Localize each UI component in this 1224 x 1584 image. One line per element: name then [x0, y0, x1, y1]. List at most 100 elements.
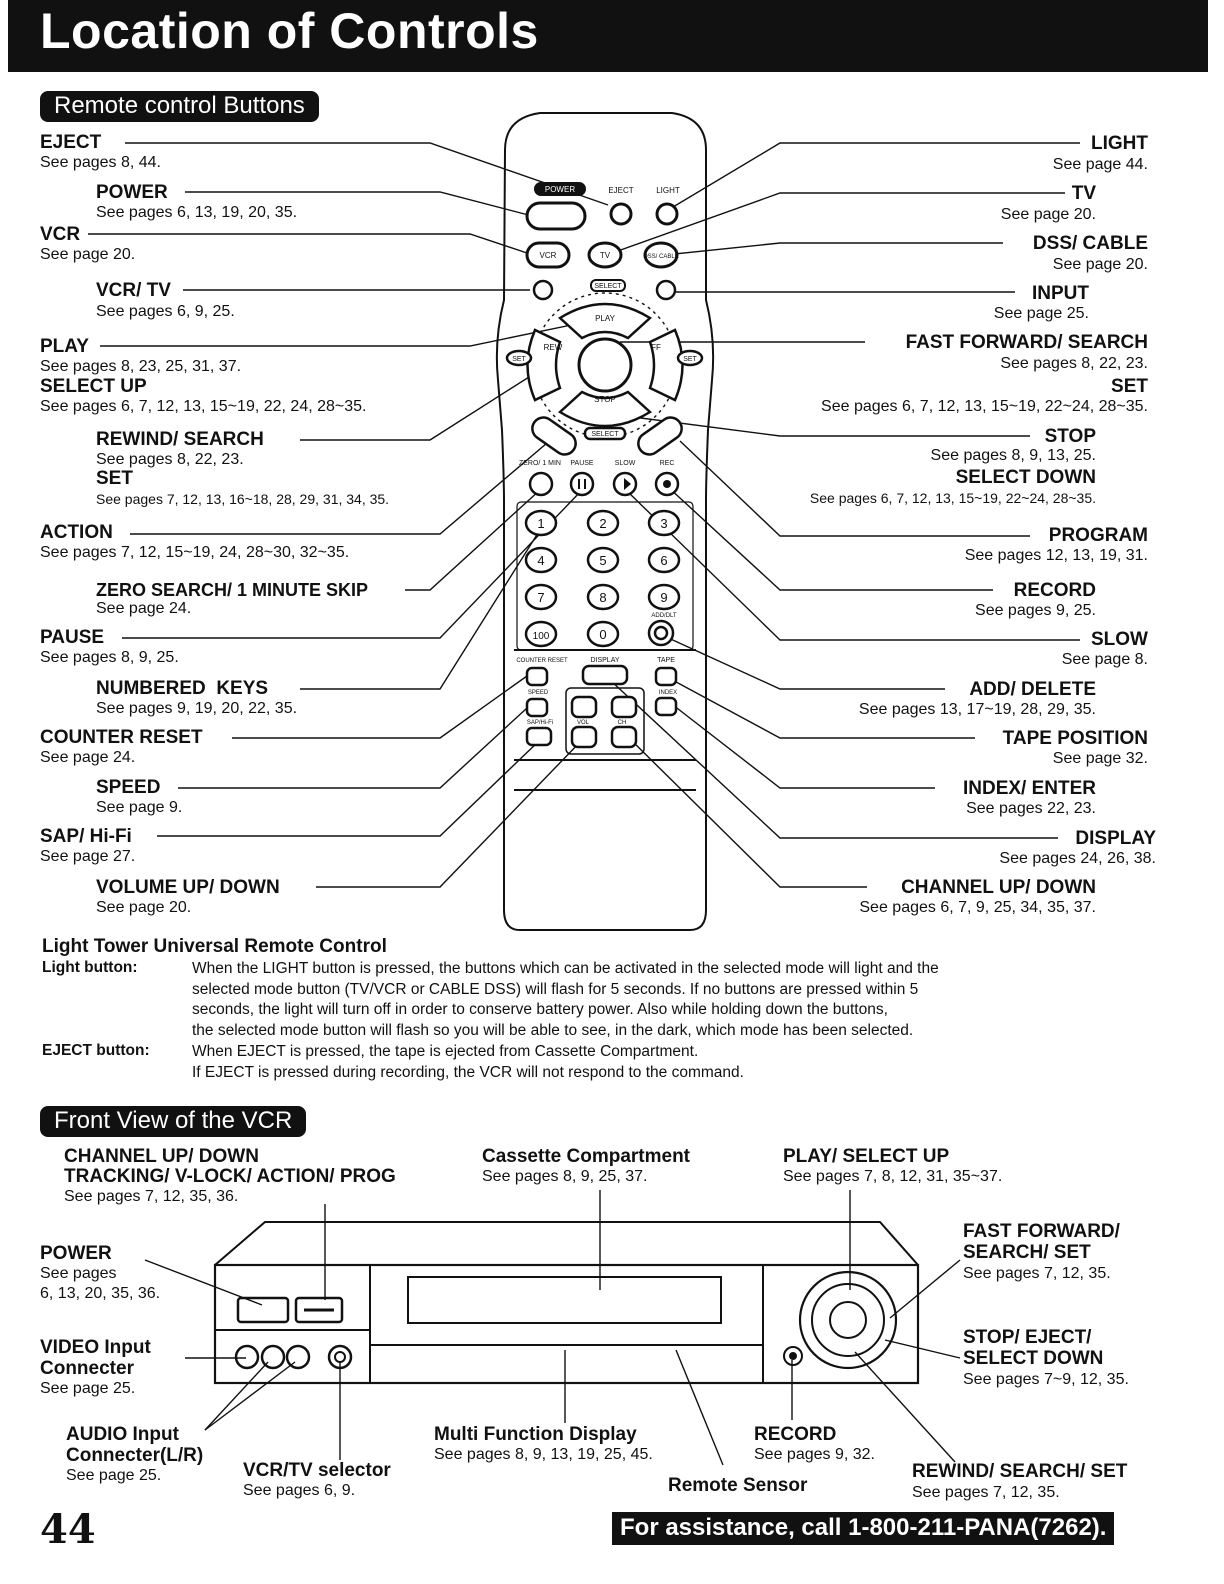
front-section-heading: Front View of the VCR	[40, 1106, 307, 1137]
vcr-ref: See page 20.	[40, 246, 136, 263]
program-label: PROGRAM	[1048, 525, 1148, 546]
video-input-ref: See page 25.	[40, 1380, 136, 1397]
vcr-leader-lines	[144, 1190, 961, 1466]
svg-text:100: 100	[533, 631, 550, 642]
select-up-label: SELECT UP	[40, 376, 147, 397]
add-delete-ref: See pages 13, 17~19, 28, 29, 35.	[858, 701, 1096, 718]
vcr-tv-selector-label: VCR/TV selector	[243, 1460, 391, 1481]
index-enter-ref: See pages 22, 23.	[966, 800, 1096, 817]
remote-action-prog	[531, 416, 683, 456]
tv-ref: See page 20.	[1000, 206, 1096, 223]
channel-ref: See pages 6, 7, 9, 25, 34, 35, 37.	[859, 899, 1096, 916]
vcr-rewind-label: REWIND/ SEARCH/ SET	[912, 1461, 1128, 1482]
svg-text:3: 3	[660, 516, 667, 531]
vcr-power-ref: 6, 13, 20, 35, 36.	[40, 1285, 161, 1302]
remote-control	[495, 112, 715, 931]
record-label: RECORD	[1013, 580, 1096, 601]
svg-text:SET: SET	[683, 356, 697, 363]
remote-number-keys	[524, 509, 681, 648]
vcr-tv-label: VCR/ TV	[96, 280, 171, 301]
light-note-line: seconds, the light will turn off in orde…	[192, 1001, 888, 1018]
vcr-stop-label: SELECT DOWN	[963, 1348, 1104, 1369]
light-ref: See page 44.	[1052, 156, 1148, 173]
action-ref: See pages 7, 12, 15~19, 24, 28~30, 32~35…	[40, 544, 350, 561]
svg-text:1: 1	[537, 516, 544, 531]
set-right-ref: See pages 6, 7, 12, 13, 15~19, 22~24, 28…	[821, 398, 1148, 415]
assistance-footer: For assistance, call 1-800-211-PANA(7262…	[612, 1512, 1115, 1545]
remote-lower-buttons	[525, 664, 678, 755]
volume-ref: See page 20.	[96, 899, 192, 916]
title-bar	[8, 0, 1208, 72]
speed-ref: See page 9.	[96, 799, 183, 816]
svg-text:SLOW: SLOW	[615, 460, 636, 467]
select-down-ref: See pages 6, 7, 12, 13, 15~19, 22~24, 28…	[809, 490, 1096, 506]
cassette-ref: See pages 8, 9, 25, 37.	[482, 1168, 648, 1185]
svg-text:REW: REW	[544, 343, 563, 352]
number-key-labels: 1 2 3 4 5 6 7 8 9 100 0	[533, 516, 668, 642]
svg-text:ZERO/ 1 MIN: ZERO/ 1 MIN	[519, 460, 561, 467]
svg-text:8: 8	[599, 590, 606, 605]
input-label: INPUT	[1032, 283, 1089, 304]
page-number: 44	[40, 1506, 96, 1553]
set-left-ref: See pages 7, 12, 13, 16~18, 28, 29, 31, …	[96, 491, 390, 507]
light-note-line: selected mode button (TV/VCR or CABLE DS…	[192, 981, 919, 998]
svg-text:TV: TV	[600, 251, 611, 260]
zero-search-ref: See page 24.	[96, 600, 192, 617]
svg-text:7: 7	[537, 590, 544, 605]
audio-input-ref: See page 25.	[66, 1467, 162, 1484]
svg-text:SELECT: SELECT	[594, 283, 622, 290]
vcr-record-label: RECORD	[754, 1424, 837, 1445]
svg-text:2: 2	[599, 516, 606, 531]
vcr-stop-ref: See pages 7~9, 12, 35.	[963, 1371, 1129, 1388]
svg-text:SET: SET	[512, 356, 526, 363]
vcr-play-ref: See pages 7, 8, 12, 31, 35~37.	[783, 1168, 1003, 1185]
video-input-label: Connecter	[40, 1358, 134, 1379]
mfd-label: Multi Function Display	[434, 1424, 637, 1445]
dss-cable-label: DSS/ CABLE	[1032, 233, 1148, 254]
record-ref: See pages 9, 25.	[975, 602, 1096, 619]
svg-text:5: 5	[599, 553, 606, 568]
set-left-label: SET	[96, 468, 133, 489]
svg-text:4: 4	[537, 553, 544, 568]
vcr-rewind-ref: See pages 7, 12, 35.	[912, 1484, 1060, 1501]
volume-label: VOLUME UP/ DOWN	[96, 877, 280, 898]
vcr-record-ref: See pages 9, 32.	[754, 1446, 875, 1463]
svg-text:SPEED: SPEED	[528, 690, 549, 696]
svg-text:POWER: POWER	[545, 185, 575, 194]
svg-text:6: 6	[660, 553, 667, 568]
eject-label: EJECT	[40, 132, 102, 153]
light-button-term: Light button:	[42, 959, 138, 976]
fast-forward-label: FAST FORWARD/ SEARCH	[905, 332, 1148, 353]
page-title: Location of Controls	[40, 3, 539, 59]
remote-transport-row	[528, 471, 680, 497]
vcr-power-ref: See pages	[40, 1265, 117, 1282]
play-label: PLAY	[40, 336, 89, 357]
vcr-tv-selector-ref: See pages 6, 9.	[243, 1482, 356, 1499]
light-note-line: the selected mode button will flash so y…	[192, 1022, 914, 1039]
speed-label: SPEED	[96, 777, 161, 798]
video-input-label: VIDEO Input	[40, 1337, 151, 1358]
pause-label: PAUSE	[40, 627, 105, 648]
vcr-tracking-label: TRACKING/ V-LOCK/ ACTION/ PROG	[64, 1166, 396, 1187]
svg-text:PAUSE: PAUSE	[570, 460, 594, 467]
svg-text:9: 9	[660, 590, 667, 605]
vcr-label: VCR	[40, 224, 81, 245]
counter-reset-label: COUNTER RESET	[40, 727, 203, 748]
stop-label: STOP	[1044, 426, 1096, 447]
sap-hifi-ref: See page 27.	[40, 848, 136, 865]
svg-text:CH: CH	[618, 720, 627, 726]
svg-text:SELECT: SELECT	[591, 431, 619, 438]
svg-text:0: 0	[599, 627, 606, 642]
set-right-label: SET	[1111, 376, 1148, 397]
svg-text:DSS/ CABLE: DSS/ CABLE	[643, 254, 678, 260]
leader-lines	[88, 142, 1080, 888]
tv-label: TV	[1071, 183, 1096, 204]
counter-reset-ref: See page 24.	[40, 749, 136, 766]
audio-input-label: AUDIO Input	[66, 1424, 179, 1445]
cassette-label: Cassette Compartment	[482, 1146, 690, 1167]
vcr-channel-ref: See pages 7, 12, 35, 36.	[64, 1188, 239, 1205]
vcr-tv-ref: See pages 6, 9, 25.	[96, 303, 235, 320]
stop-ref: See pages 8, 9, 13, 25.	[930, 447, 1096, 464]
channel-label: CHANNEL UP/ DOWN	[901, 877, 1096, 898]
svg-text:REC: REC	[660, 460, 675, 467]
